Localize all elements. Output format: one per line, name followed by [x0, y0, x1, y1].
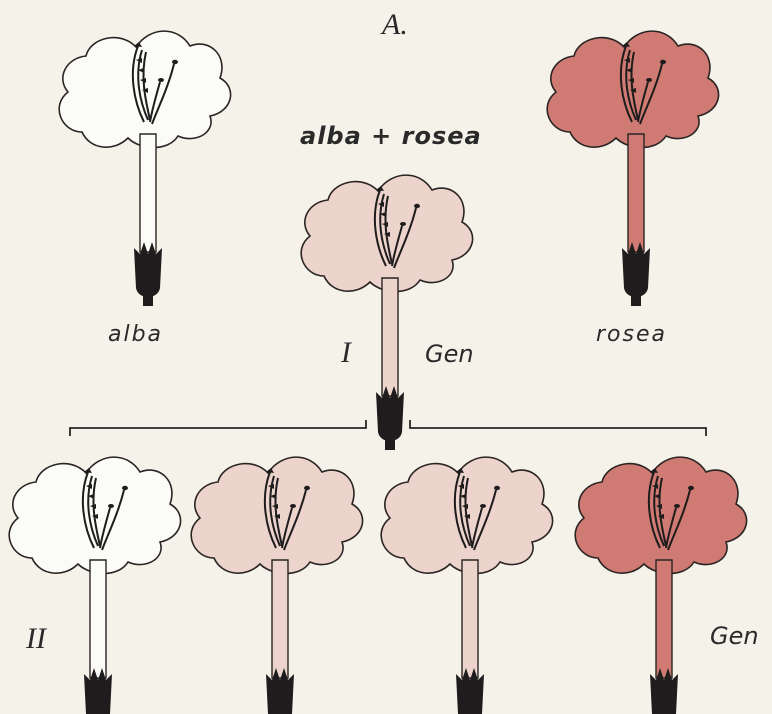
- flower-f2-white: [9, 457, 180, 714]
- flower-f2-pink-1: [191, 457, 362, 714]
- flower-parent-alba: [59, 31, 230, 306]
- cross-label: alba + rosea: [300, 122, 482, 150]
- flower-f2-rose: [575, 457, 746, 714]
- parent-rosea-label: rosea: [596, 322, 667, 347]
- parent-alba-label: alba: [108, 322, 163, 347]
- figure-label: A.: [382, 8, 408, 42]
- generation-1-numeral: I: [341, 336, 351, 370]
- flower-parent-rosea: [547, 31, 718, 306]
- generation-2-label: Gen: [710, 622, 759, 650]
- generation-1-label: Gen: [425, 340, 474, 368]
- generation-2-numeral: II: [26, 622, 46, 656]
- flower-f2-pink-2: [381, 457, 552, 714]
- flower-f1-hybrid: [301, 175, 472, 450]
